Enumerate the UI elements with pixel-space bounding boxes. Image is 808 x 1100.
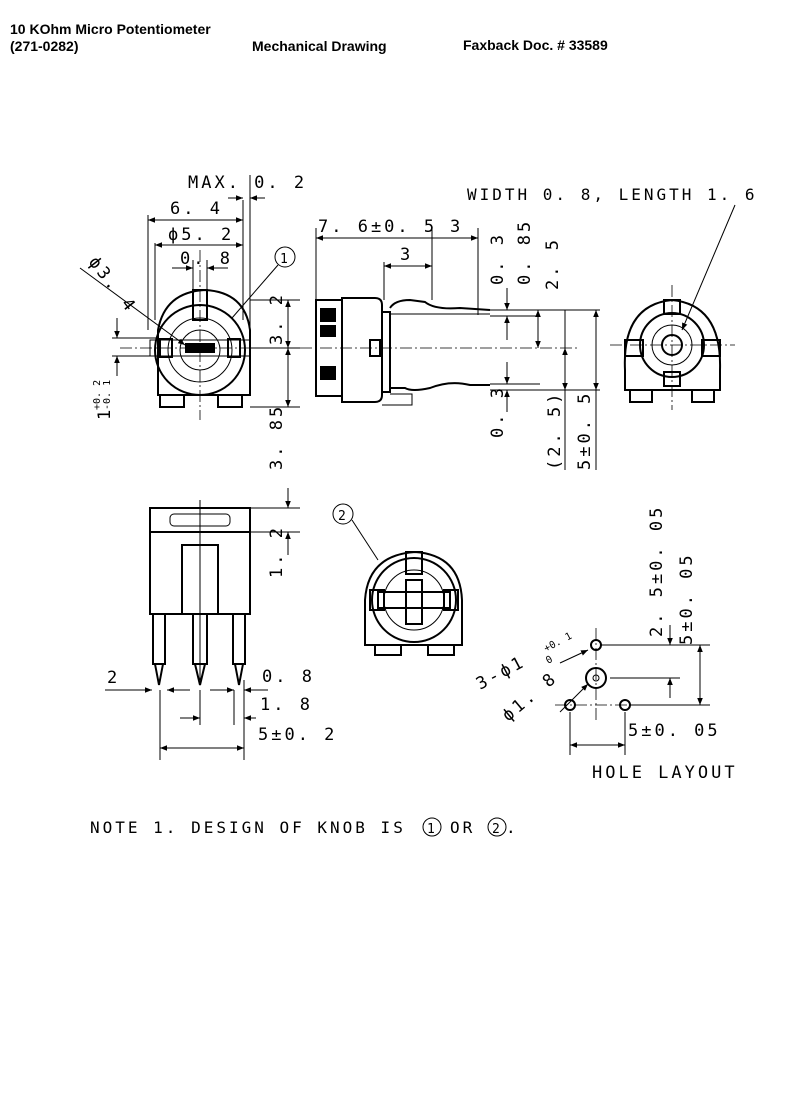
document-title: 10 KOhm Micro Potentiometer bbox=[10, 21, 211, 37]
dim-2-5-paren: (2. 5) bbox=[545, 391, 565, 470]
dim-tol-1-minus: -0. 1 bbox=[102, 380, 113, 410]
note-suffix: . bbox=[506, 818, 519, 837]
dim-phi-3-4: ϕ3. 4 bbox=[84, 253, 141, 317]
note-ref-1: 1 bbox=[427, 822, 435, 837]
hole-layout: 3-ϕ1 +0. 1 0 ϕ1. 8 2. 5±0. 05 5±0. 05 5±… bbox=[473, 505, 738, 783]
hole-3phi1: 3-ϕ1 bbox=[473, 652, 529, 695]
note-text: NOTE 1. DESIGN OF KNOB IS bbox=[90, 818, 406, 837]
note-ref-2: 2 bbox=[492, 822, 500, 837]
knob-2-view: 2 bbox=[332, 503, 463, 656]
callout-2: 2 bbox=[338, 509, 346, 524]
dim-5-0-2: 5±0. 2 bbox=[258, 725, 337, 745]
rear-view bbox=[610, 204, 736, 410]
callout-1: 1 bbox=[280, 252, 288, 267]
front-view bbox=[120, 250, 290, 420]
dim-phi-5-2: ϕ5. 2 bbox=[168, 225, 234, 245]
note-or: OR bbox=[450, 818, 475, 837]
dim-3-2: 3. 2 bbox=[267, 292, 287, 345]
dim-2-5-0-05: 2. 5±0. 05 bbox=[647, 505, 667, 637]
side-view bbox=[300, 297, 580, 406]
bottom-view bbox=[149, 500, 251, 686]
dim-5-0-05-v: 5±0. 05 bbox=[677, 552, 697, 645]
hole-3phi1-tol-plus: +0. 1 bbox=[542, 631, 574, 655]
dim-max-0-2: MAX. 0. 2 bbox=[188, 173, 307, 193]
dim-tol-1: 1 bbox=[95, 407, 115, 420]
dim-0-85: 0. 85 bbox=[515, 219, 535, 285]
dim-tol-1-plus: +0. 2 bbox=[92, 380, 103, 410]
doc-number: Faxback Doc. # 33589 bbox=[463, 37, 608, 53]
front-view-dimensions: MAX. 0. 2 6. 4 ϕ5. 2 0. 8 ϕ3. 4 1 3. 2 3… bbox=[79, 173, 307, 470]
dim-2-left: 2 bbox=[107, 668, 120, 688]
dim-0-3-top: 0. 3 bbox=[488, 232, 508, 285]
dim-6-4: 6. 4 bbox=[170, 199, 223, 219]
note: NOTE 1. DESIGN OF KNOB IS 1 OR 2 . bbox=[90, 817, 519, 837]
dim-2-5: 2. 5 bbox=[543, 237, 563, 290]
hole-layout-label: HOLE LAYOUT bbox=[592, 763, 738, 783]
side-view-dimensions: 7. 6±0. 5 3 3 0. 3 0. 85 2. 5 0. 3 (2. 5… bbox=[315, 185, 758, 470]
dim-1-2: 1. 2 bbox=[267, 525, 287, 578]
dim-1-8: 1. 8 bbox=[260, 695, 313, 715]
dim-0-8-bot: 0. 8 bbox=[262, 667, 315, 687]
dim-3-b: 3 bbox=[400, 245, 413, 265]
dim-0-3-bot: 0. 3 bbox=[488, 385, 508, 438]
dim-width-length: WIDTH 0. 8, LENGTH 1. 6 bbox=[467, 185, 758, 204]
hole-3phi1-tol-zero: 0 bbox=[544, 654, 554, 667]
part-number: (271-0282) bbox=[10, 38, 79, 54]
dim-5-0-5: 5±0. 5 bbox=[575, 391, 595, 470]
dim-7-6: 7. 6±0. 5 bbox=[318, 217, 437, 237]
dim-3-a: 3 bbox=[450, 217, 463, 237]
drawing-type: Mechanical Drawing bbox=[252, 38, 387, 54]
dim-5-0-05-h: 5±0. 05 bbox=[628, 721, 721, 741]
dim-3-85: 3. 85 bbox=[267, 404, 287, 470]
bottom-view-dimensions: 1. 2 2 0. 8 1. 8 5±0. 2 bbox=[105, 488, 337, 760]
dim-0-8-top: 0. 8 bbox=[180, 249, 233, 269]
